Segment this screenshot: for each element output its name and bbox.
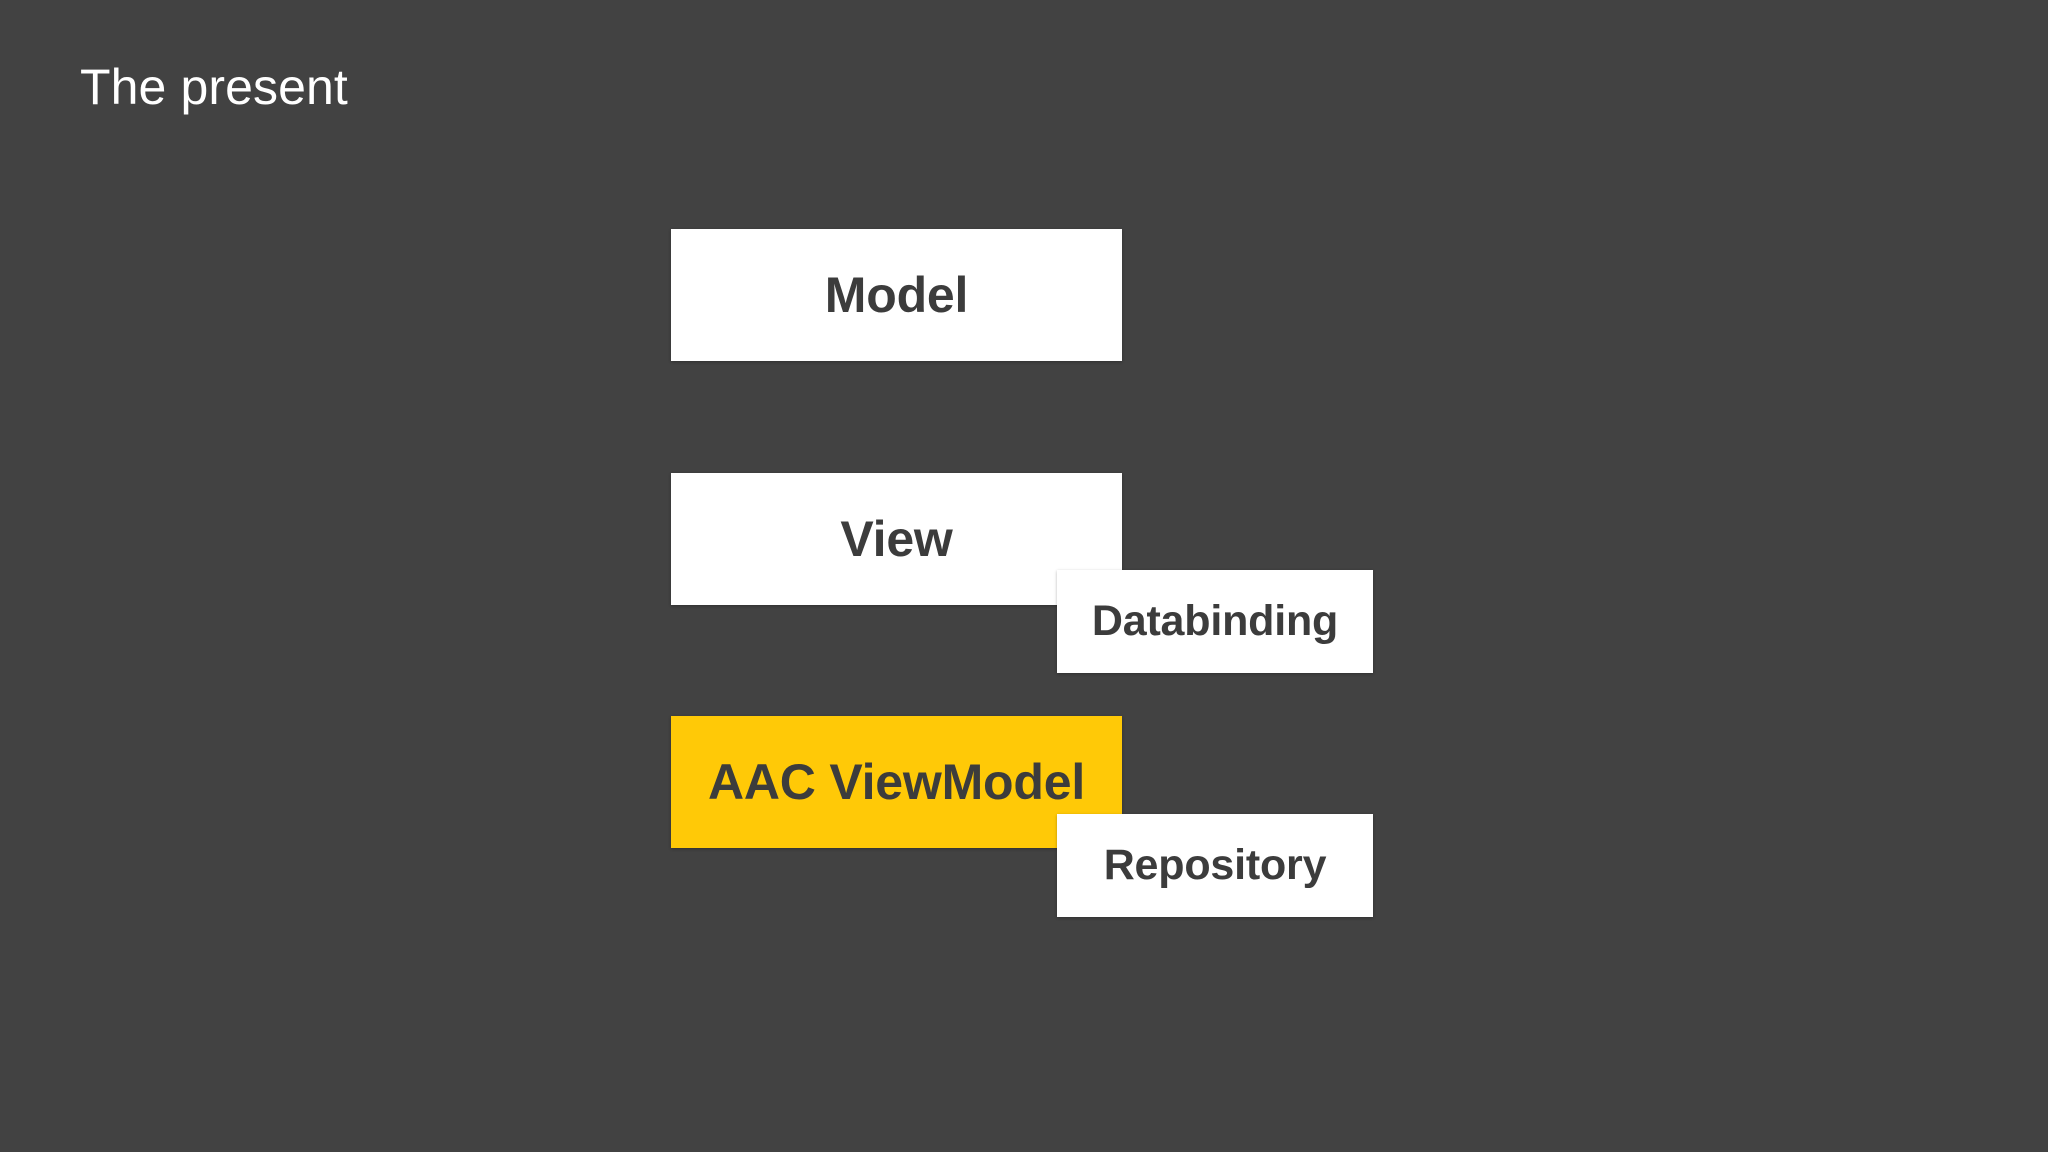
diagram-node-label: AAC ViewModel [707,754,1086,810]
diagram-node-model[interactable]: Model [671,229,1122,361]
page-title: The present [80,59,348,115]
diagram-node-label: Model [824,267,969,323]
diagram-node-view[interactable]: View [671,473,1122,605]
diagram-node-label: View [840,511,953,567]
diagram-node-aac-viewmodel[interactable]: AAC ViewModel [671,716,1122,848]
diagram-node-repository[interactable]: Repository [1057,814,1373,917]
diagram-node-label: Databinding [1091,597,1339,645]
diagram-node-databinding[interactable]: Databinding [1057,570,1373,673]
diagram-node-label: Repository [1103,841,1327,889]
